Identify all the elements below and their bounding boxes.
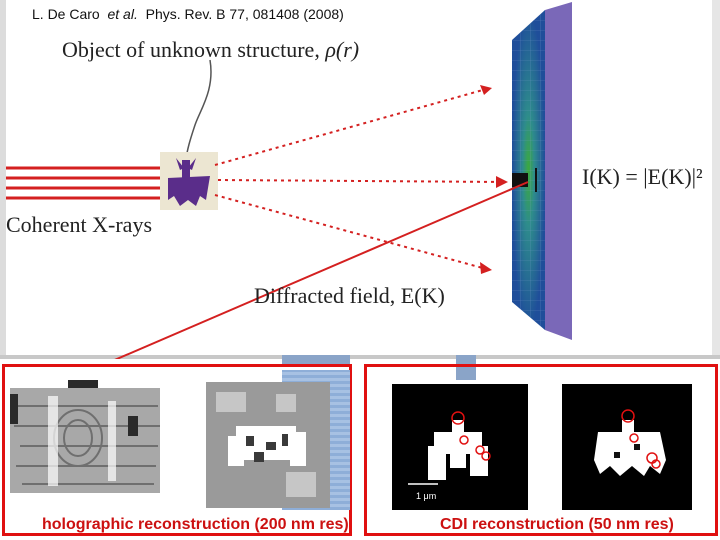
diffracted-rays (215, 88, 505, 270)
ray-arrow-top (480, 85, 492, 95)
diffracted-field-label: Diffracted field, E(K) (254, 283, 445, 309)
holographic-caption: holographic reconstruction (200 nm res) (42, 516, 349, 534)
holographic-image-square (206, 382, 330, 508)
holographic-image-wide (8, 376, 168, 506)
object-label: Object of unknown structure, ρ(r) (62, 37, 359, 63)
ray-arrow-bottom (480, 262, 492, 274)
scale-bar-label: 1 μm (416, 491, 436, 501)
object-pointer (186, 60, 211, 160)
intensity-equation: I(K) = |E(K)|² (582, 164, 703, 190)
cdi-image-left (392, 384, 528, 510)
incoming-beams (6, 168, 168, 198)
detector-grid (512, 10, 545, 330)
coherent-xrays-label: Coherent X-rays (6, 212, 152, 238)
detector-edge (545, 2, 572, 340)
citation: L. De Caro et al. Phys. Rev. B 77, 08140… (32, 6, 344, 22)
ray-arrow-mid (496, 176, 508, 188)
cdi-caption: CDI reconstruction (50 nm res) (440, 516, 674, 534)
cdi-image-right (562, 384, 692, 510)
